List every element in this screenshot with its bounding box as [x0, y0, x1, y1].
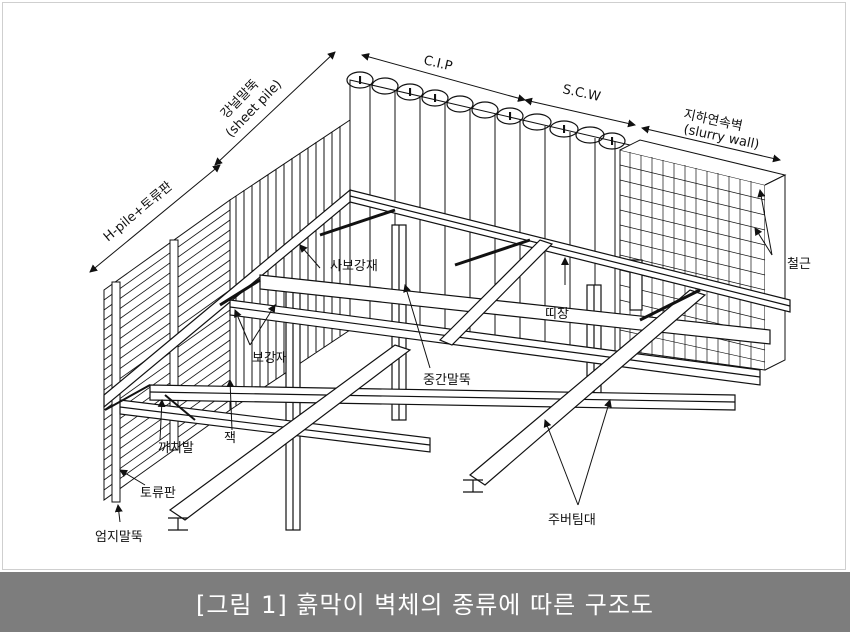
label-soldier-pile: 엄지말뚝 — [95, 530, 143, 545]
label-jack: 잭 — [224, 431, 236, 446]
label-strut: 주버팀대 — [548, 513, 596, 528]
bracing-system — [103, 188, 791, 531]
figure-caption-bar: [그림 1] 흙막이 벽체의 종류에 따른 구조도 — [0, 572, 850, 632]
figure-caption: [그림 1] 흙막이 벽체의 종류에 따른 구조도 — [195, 590, 655, 619]
label-rebar: 철근 — [787, 257, 811, 272]
svg-text:I: I — [358, 74, 362, 87]
label-hpile: H-pile+토류판 — [101, 179, 176, 245]
svg-text:I: I — [508, 110, 512, 123]
label-lagging: 토류판 — [140, 486, 176, 501]
svg-text:I: I — [562, 123, 566, 136]
svg-text:I: I — [610, 135, 614, 148]
label-diagonal-brace: 사보강재 — [330, 259, 378, 274]
leader-lines — [114, 189, 773, 523]
label-knee-brace: 까치발 — [158, 441, 194, 456]
label-brace: 보강재 — [252, 351, 288, 366]
label-cip: C.I.P — [422, 53, 454, 74]
earth-retaining-diagram: I I I I I I — [89, 51, 811, 545]
svg-text:I: I — [433, 92, 437, 105]
dimension-lines — [89, 51, 781, 273]
figure-border — [2, 2, 846, 570]
label-wale: 띠장 — [545, 307, 569, 322]
svg-text:I: I — [408, 86, 412, 99]
label-scw: S.C.W — [561, 82, 602, 105]
label-king-post: 중간말뚝 — [423, 373, 471, 388]
